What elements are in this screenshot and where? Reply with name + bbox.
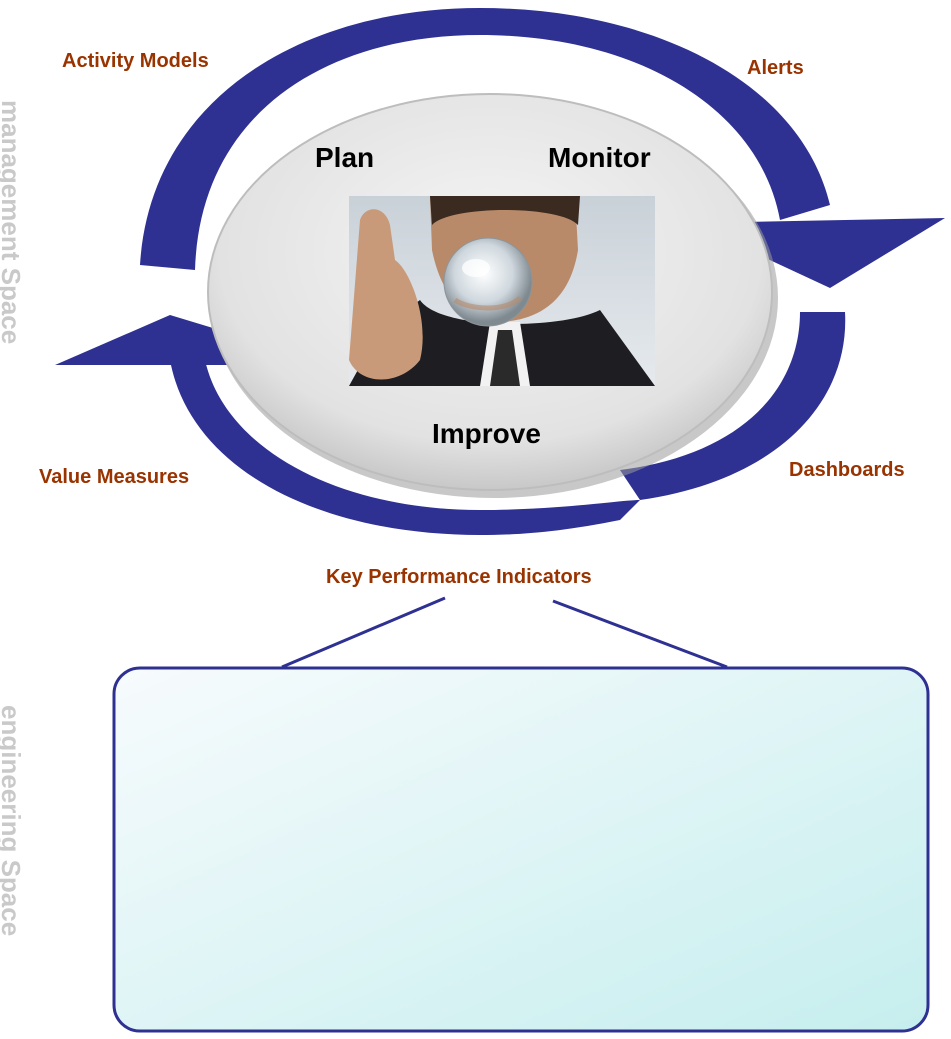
improve-label: Improve — [432, 418, 541, 449]
top-cycle-arrow-arc — [140, 8, 830, 270]
kpi-label: Key Performance Indicators — [326, 566, 592, 588]
engineering-panel — [112, 666, 930, 1033]
activity-models-label: Activity Models — [62, 50, 209, 72]
kpi-connector-left — [281, 596, 446, 669]
bottom-left-arrow-arc — [170, 360, 640, 535]
monitor-label: Monitor — [548, 142, 651, 173]
dashboards-label: Dashboards — [789, 459, 905, 481]
man-holding-crystal-ball-photo — [349, 196, 655, 386]
kpi-connector-right — [552, 599, 728, 669]
plan-label: Plan — [315, 142, 374, 173]
bottom-right-arrow-arc — [620, 312, 846, 500]
alerts-label: Alerts — [747, 57, 804, 79]
value-measures-label: Value Measures — [39, 466, 189, 488]
